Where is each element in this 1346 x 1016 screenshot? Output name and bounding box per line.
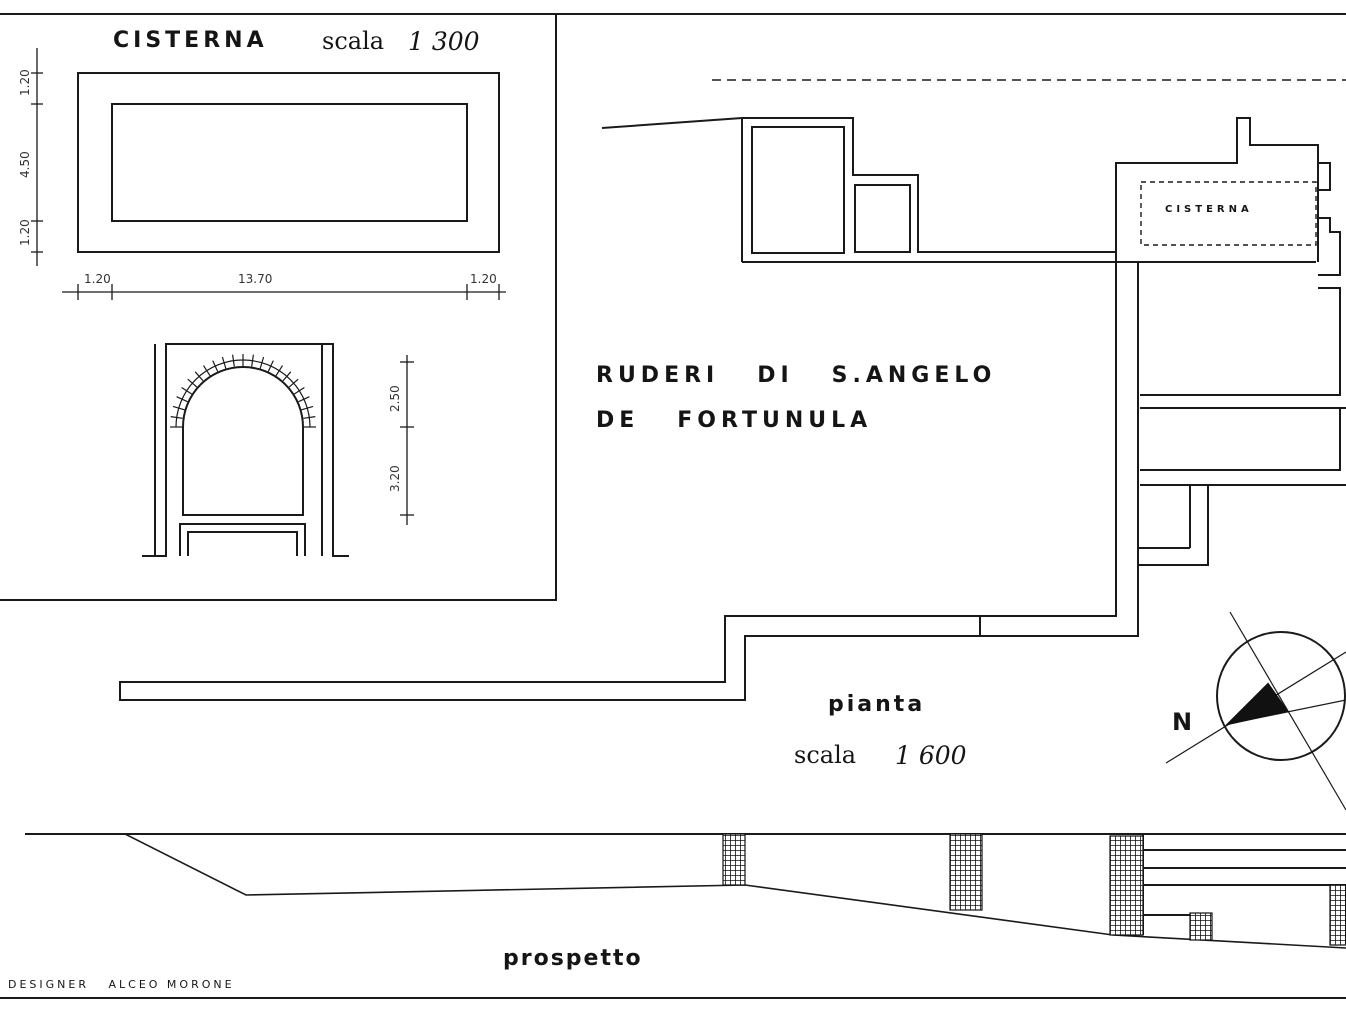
plan-cisterna-label: CISTERNA xyxy=(1165,204,1253,215)
section-vertical-dimension xyxy=(400,355,414,525)
arch-hatch-tick xyxy=(170,416,183,419)
arch-hatch-tick xyxy=(275,365,284,377)
site-plan xyxy=(119,79,1346,701)
arch-hatch-tick xyxy=(303,416,316,419)
arch-hatch-tick xyxy=(202,365,211,377)
cisterna-title: CISTERNA xyxy=(113,28,268,53)
site-title-line-1: RUDERI DI S.ANGELO xyxy=(596,363,997,388)
north-compass xyxy=(1165,611,1346,811)
dim-section-v-2: 3.20 xyxy=(388,465,402,492)
cisterna-scale-value: 1 300 xyxy=(408,27,480,56)
plan-scale-word: scala xyxy=(794,741,857,769)
arch-hatching xyxy=(170,354,316,428)
site-title-line-2: DE FORTUNULA xyxy=(596,408,873,433)
cisterna-horizontal-dimension xyxy=(62,284,506,300)
plan-label: pianta xyxy=(828,692,926,717)
arch-hatch-tick xyxy=(172,405,185,411)
cisterna-section xyxy=(142,343,349,557)
elevation-label: prospetto xyxy=(503,946,643,971)
dim-plan-h-3: 1.20 xyxy=(470,272,497,286)
arch-hatch-tick xyxy=(251,354,254,367)
elevation-piers xyxy=(722,833,1346,946)
arch-hatch-tick xyxy=(181,386,193,395)
dim-section-v-1: 2.50 xyxy=(388,385,402,412)
arch-hatch-tick xyxy=(282,371,292,382)
cisterna-dashed-outline xyxy=(1140,181,1317,246)
dim-plan-h-2: 13.70 xyxy=(238,272,273,286)
dim-plan-v-3: 1.20 xyxy=(18,219,32,246)
arch-hatch-tick xyxy=(293,386,305,395)
cisterna-plan-outer xyxy=(77,72,500,253)
arch-hatch-tick xyxy=(176,396,188,403)
arch-hatch-tick xyxy=(187,378,198,388)
arch-hatch-tick xyxy=(298,396,310,403)
cisterna-plan-inner xyxy=(111,103,468,222)
cisterna-scale-word: scala xyxy=(322,27,385,55)
cisterna-vertical-dimension xyxy=(31,48,43,266)
arch-hatch-tick xyxy=(259,356,265,369)
dim-plan-h-1: 1.20 xyxy=(84,272,111,286)
elevation xyxy=(25,833,1346,949)
plan-scale-value: 1 600 xyxy=(895,741,967,770)
designer-credit: DESIGNER ALCEO MORONE xyxy=(8,978,235,991)
cisterna-inset-frame xyxy=(0,14,557,601)
arch-hatch-tick xyxy=(301,405,314,411)
arch-hatch-tick xyxy=(221,356,227,369)
arch-hatch-tick xyxy=(194,371,204,382)
north-label: N xyxy=(1172,708,1193,736)
arch-hatch-tick xyxy=(267,360,274,372)
arch-hatch-tick xyxy=(212,360,219,372)
dim-plan-v-1: 1.20 xyxy=(18,69,32,96)
arch-hatch-tick xyxy=(232,354,235,367)
arch-hatch-tick xyxy=(288,378,299,388)
dim-plan-v-2: 4.50 xyxy=(18,151,32,178)
